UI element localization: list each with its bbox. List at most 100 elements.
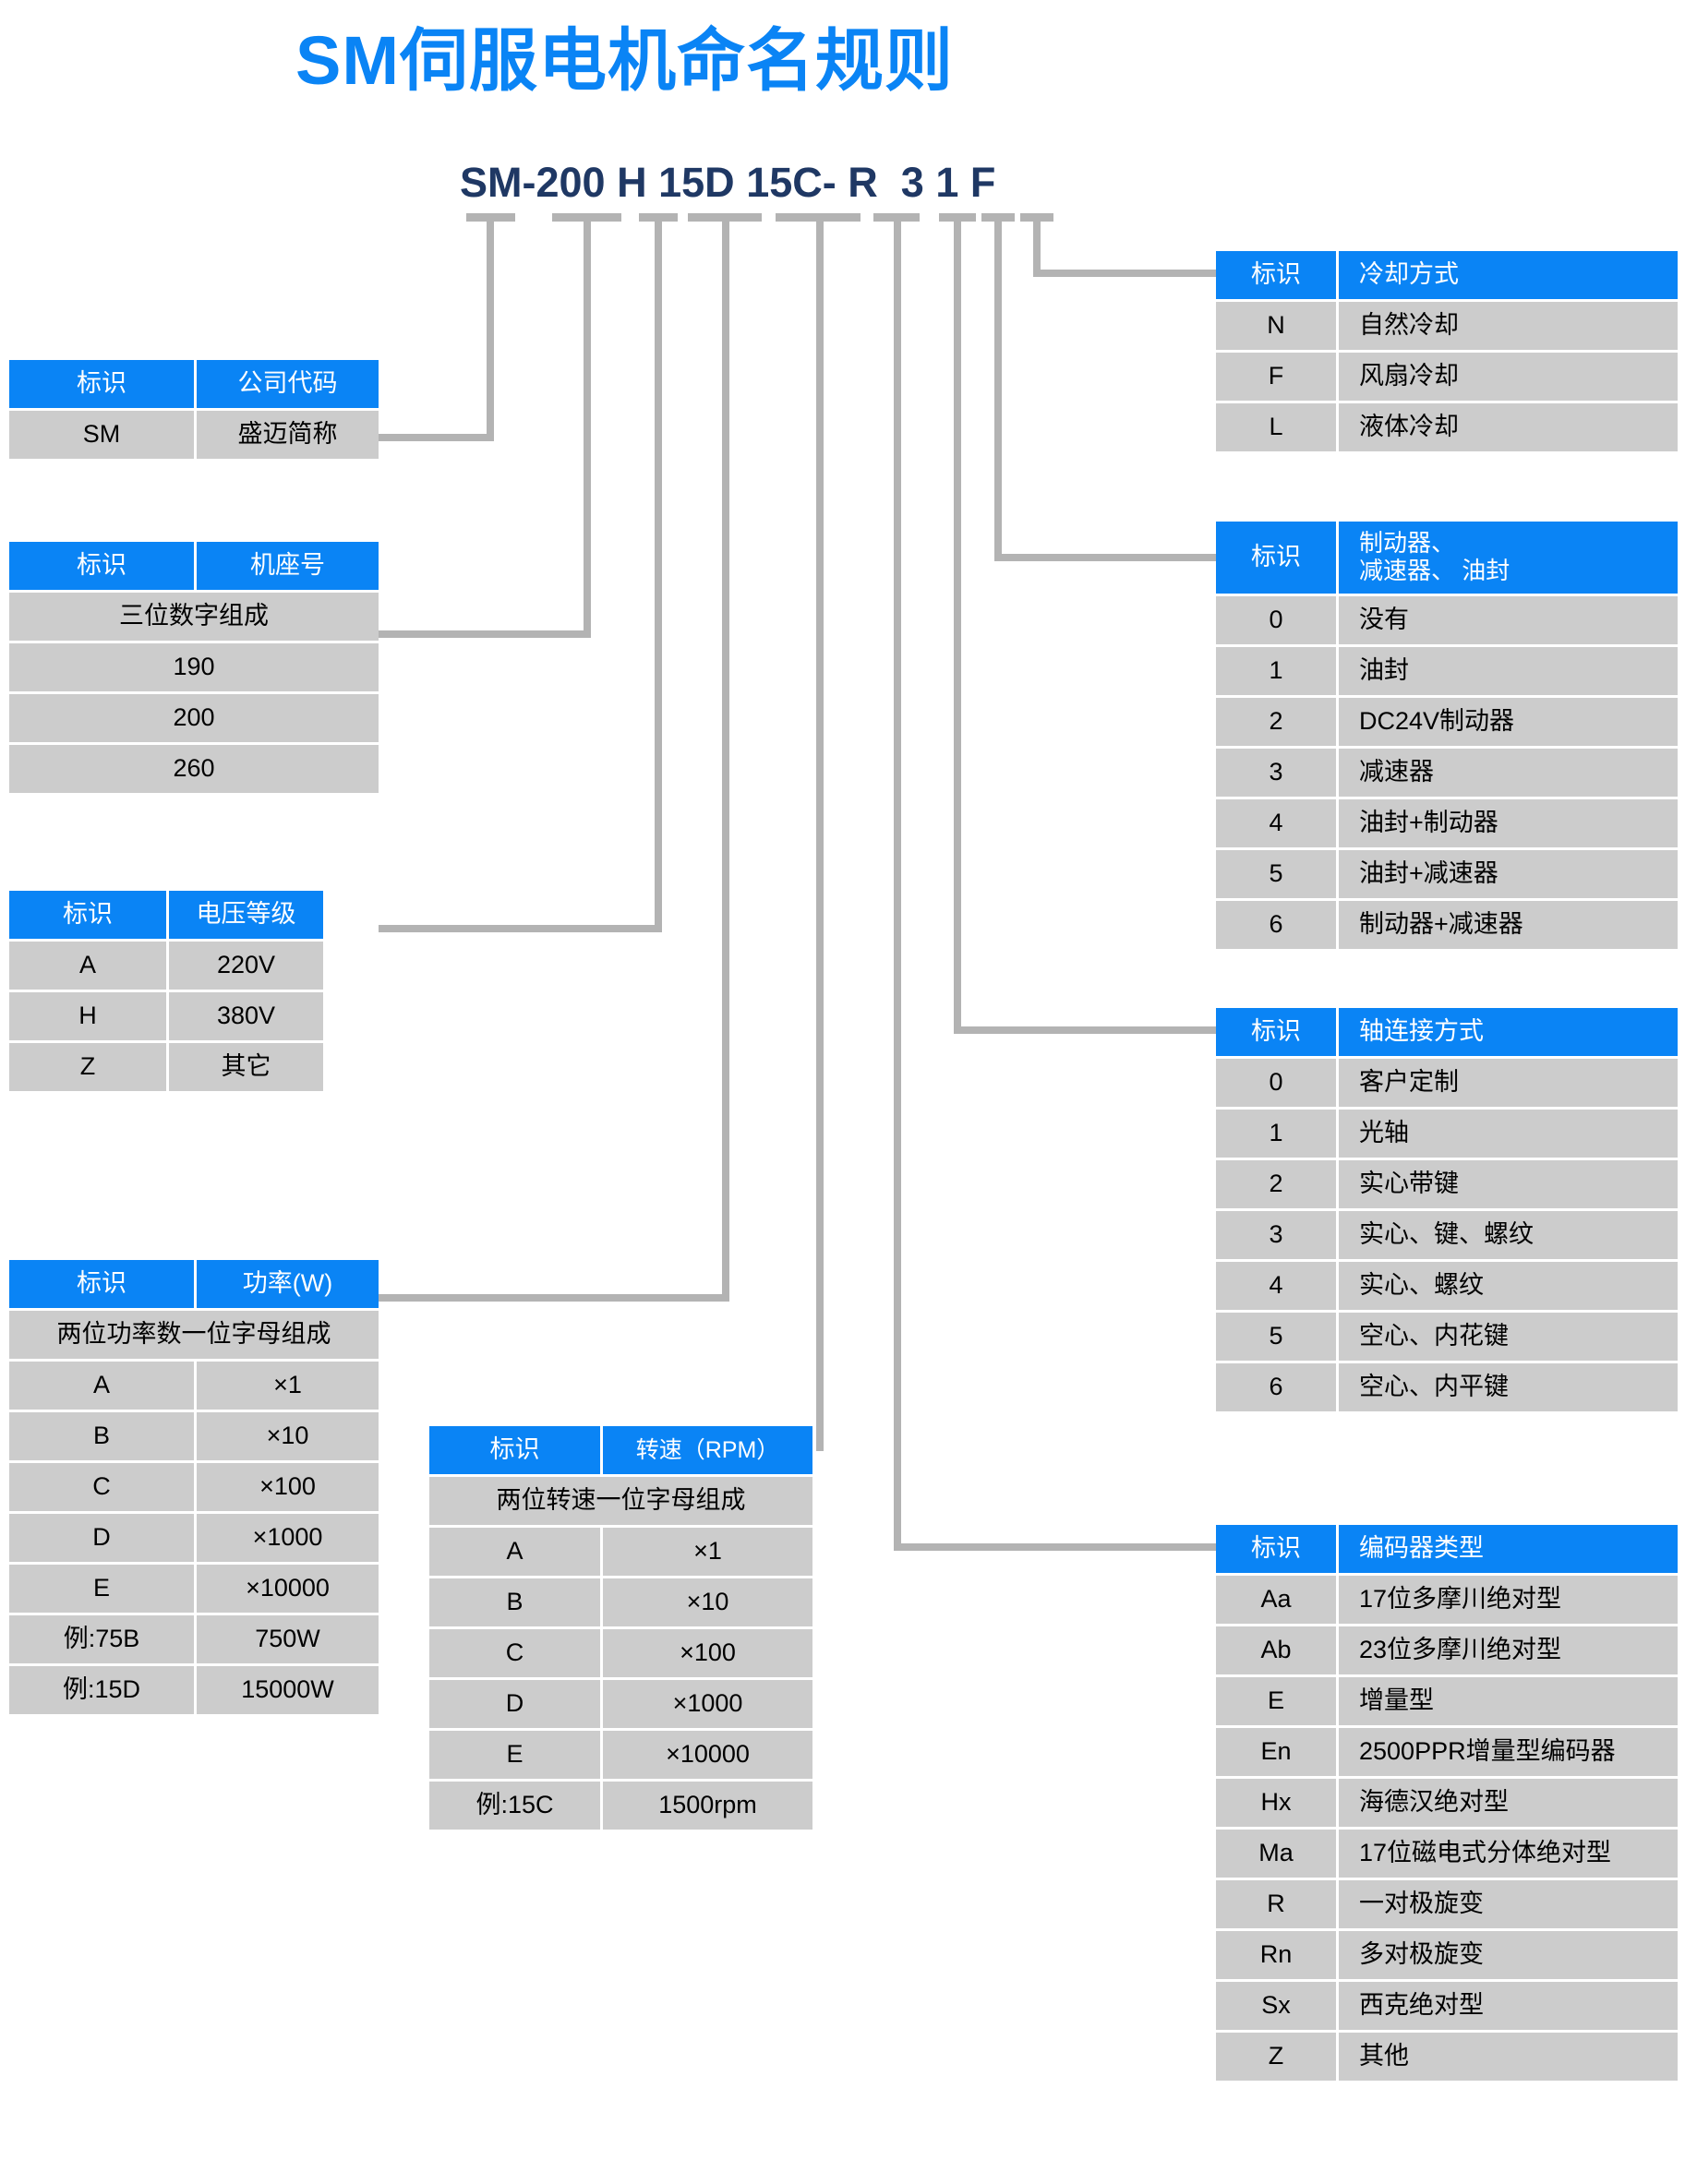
table-row: 5 空心、内花键 — [1216, 1313, 1678, 1361]
table-row: 0 客户定制 — [1216, 1059, 1678, 1107]
row-code: Ab — [1216, 1626, 1336, 1674]
row-desc: 一对极旋变 — [1339, 1880, 1678, 1928]
table-row: 2 DC24V制动器 — [1216, 698, 1678, 746]
table-row: 5 油封+减速器 — [1216, 850, 1678, 898]
table-row: 3 减速器 — [1216, 749, 1678, 797]
row-code: A — [9, 942, 166, 990]
row-code: 例:15C — [429, 1782, 600, 1830]
code-segment-power: 15D — [658, 159, 735, 206]
row-code: 1 — [1216, 647, 1336, 695]
leader-elbow-encoder — [894, 1543, 1222, 1551]
table-row: D ×1000 — [9, 1514, 379, 1562]
table-row: 例:75B 750W — [9, 1615, 379, 1663]
row-desc: 15000W — [197, 1666, 379, 1714]
row-desc: ×1 — [603, 1528, 812, 1576]
row-code: 0 — [1216, 1059, 1336, 1107]
leader-drop-frame — [584, 213, 591, 630]
row-code: F — [1216, 353, 1336, 401]
row-code: Z — [1216, 2033, 1336, 2081]
header-cell-id: 标识 — [1216, 1008, 1336, 1056]
page-title: SM伺服电机命名规则 — [295, 22, 954, 99]
table-row: 1 光轴 — [1216, 1110, 1678, 1158]
header-name-line2: 减速器、 油封 — [1359, 557, 1510, 584]
table-row: 6 制动器+减速器 — [1216, 901, 1678, 949]
table-voltage-level: 标识 电压等级 A 220V H 380V Z 其它 — [9, 891, 323, 1091]
row-desc: 其他 — [1339, 2033, 1678, 2081]
table-row: 1 油封 — [1216, 647, 1678, 695]
row-desc: 2500PPR增量型编码器 — [1339, 1728, 1678, 1776]
leader-elbow-brake — [994, 554, 1222, 561]
row-desc: DC24V制动器 — [1339, 698, 1678, 746]
leader-elbow-cooling — [1033, 270, 1222, 277]
table-row: 260 — [9, 745, 379, 793]
row-code: En — [1216, 1728, 1336, 1776]
table-shaft-connection: 标识 轴连接方式 0 客户定制 1 光轴 2 实心带键 3 实心、键、螺纹 4 … — [1216, 1008, 1678, 1411]
code-segment-brake: 1 — [935, 159, 959, 206]
row-code: B — [9, 1412, 194, 1460]
table-row: E ×10000 — [9, 1565, 379, 1613]
code-segment-shaft: 3 — [900, 159, 924, 206]
row-code: C — [9, 1463, 194, 1511]
table-note-row: 三位数字组成 — [9, 593, 379, 641]
row-code: 5 — [1216, 850, 1336, 898]
row-code: B — [429, 1578, 600, 1626]
leader-drop-speed — [816, 213, 824, 1451]
table-power: 标识 功率(W) 两位功率数一位字母组成 A ×1 B ×10 C ×100 D… — [9, 1260, 379, 1714]
table-row: B ×10 — [429, 1578, 812, 1626]
table-header-row: 标识 机座号 — [9, 542, 379, 590]
table-row: 例:15C 1500rpm — [429, 1782, 812, 1830]
header-cell-name: 电压等级 — [169, 891, 323, 939]
row-code: 4 — [1216, 1262, 1336, 1310]
row-code: N — [1216, 302, 1336, 350]
row-code: 0 — [1216, 596, 1336, 644]
row-code: SM — [9, 411, 194, 459]
table-row: Ma 17位磁电式分体绝对型 — [1216, 1830, 1678, 1878]
leader-elbow-power — [379, 1294, 729, 1302]
row-code: 3 — [1216, 1211, 1336, 1259]
row-code: A — [9, 1362, 194, 1410]
table-row: A ×1 — [9, 1362, 379, 1410]
row-desc: 220V — [169, 942, 323, 990]
row-code: Hx — [1216, 1779, 1336, 1827]
row-desc: ×100 — [197, 1463, 379, 1511]
row-code: D — [9, 1514, 194, 1562]
row-code: 6 — [1216, 901, 1336, 949]
row-code: 2 — [1216, 1160, 1336, 1208]
row-desc: 380V — [169, 992, 323, 1040]
header-cell-name: 制动器、 减速器、 油封 — [1339, 522, 1678, 594]
model-code: SM-200 H 15D 15C- R 3 1 F — [460, 159, 995, 207]
header-cell-id: 标识 — [9, 1260, 194, 1308]
row-code: 6 — [1216, 1363, 1336, 1411]
row-desc: 海德汉绝对型 — [1339, 1779, 1678, 1827]
table-row: SM 盛迈简称 — [9, 411, 379, 459]
table-header-row: 标识 电压等级 — [9, 891, 323, 939]
row-note: 三位数字组成 — [9, 593, 379, 641]
leader-elbow-voltage — [379, 925, 662, 932]
table-row: A 220V — [9, 942, 323, 990]
table-row: Hx 海德汉绝对型 — [1216, 1779, 1678, 1827]
row-code: 例:15D — [9, 1666, 194, 1714]
header-cell-id: 标识 — [1216, 251, 1336, 299]
row-desc: 260 — [9, 745, 379, 793]
table-note-row: 两位功率数一位字母组成 — [9, 1311, 379, 1359]
row-desc: 23位多摩川绝对型 — [1339, 1626, 1678, 1674]
code-segment-speed: 15C- — [746, 159, 836, 206]
header-cell-name: 冷却方式 — [1339, 251, 1678, 299]
table-row: E 增量型 — [1216, 1677, 1678, 1725]
row-code: 2 — [1216, 698, 1336, 746]
row-desc: 没有 — [1339, 596, 1678, 644]
row-desc: 增量型 — [1339, 1677, 1678, 1725]
header-cell-name: 功率(W) — [197, 1260, 379, 1308]
header-cell-name: 转速（RPM） — [603, 1426, 812, 1474]
row-desc: 200 — [9, 694, 379, 742]
table-row: F 风扇冷却 — [1216, 353, 1678, 401]
table-header-row: 标识 公司代码 — [9, 360, 379, 408]
row-code: E — [9, 1565, 194, 1613]
leader-drop-encoder — [894, 213, 901, 1551]
row-code: A — [429, 1528, 600, 1576]
table-row: 2 实心带键 — [1216, 1160, 1678, 1208]
table-row: 190 — [9, 643, 379, 691]
row-code: 4 — [1216, 799, 1336, 847]
table-row: En 2500PPR增量型编码器 — [1216, 1728, 1678, 1776]
table-row: Z 其它 — [9, 1043, 323, 1091]
